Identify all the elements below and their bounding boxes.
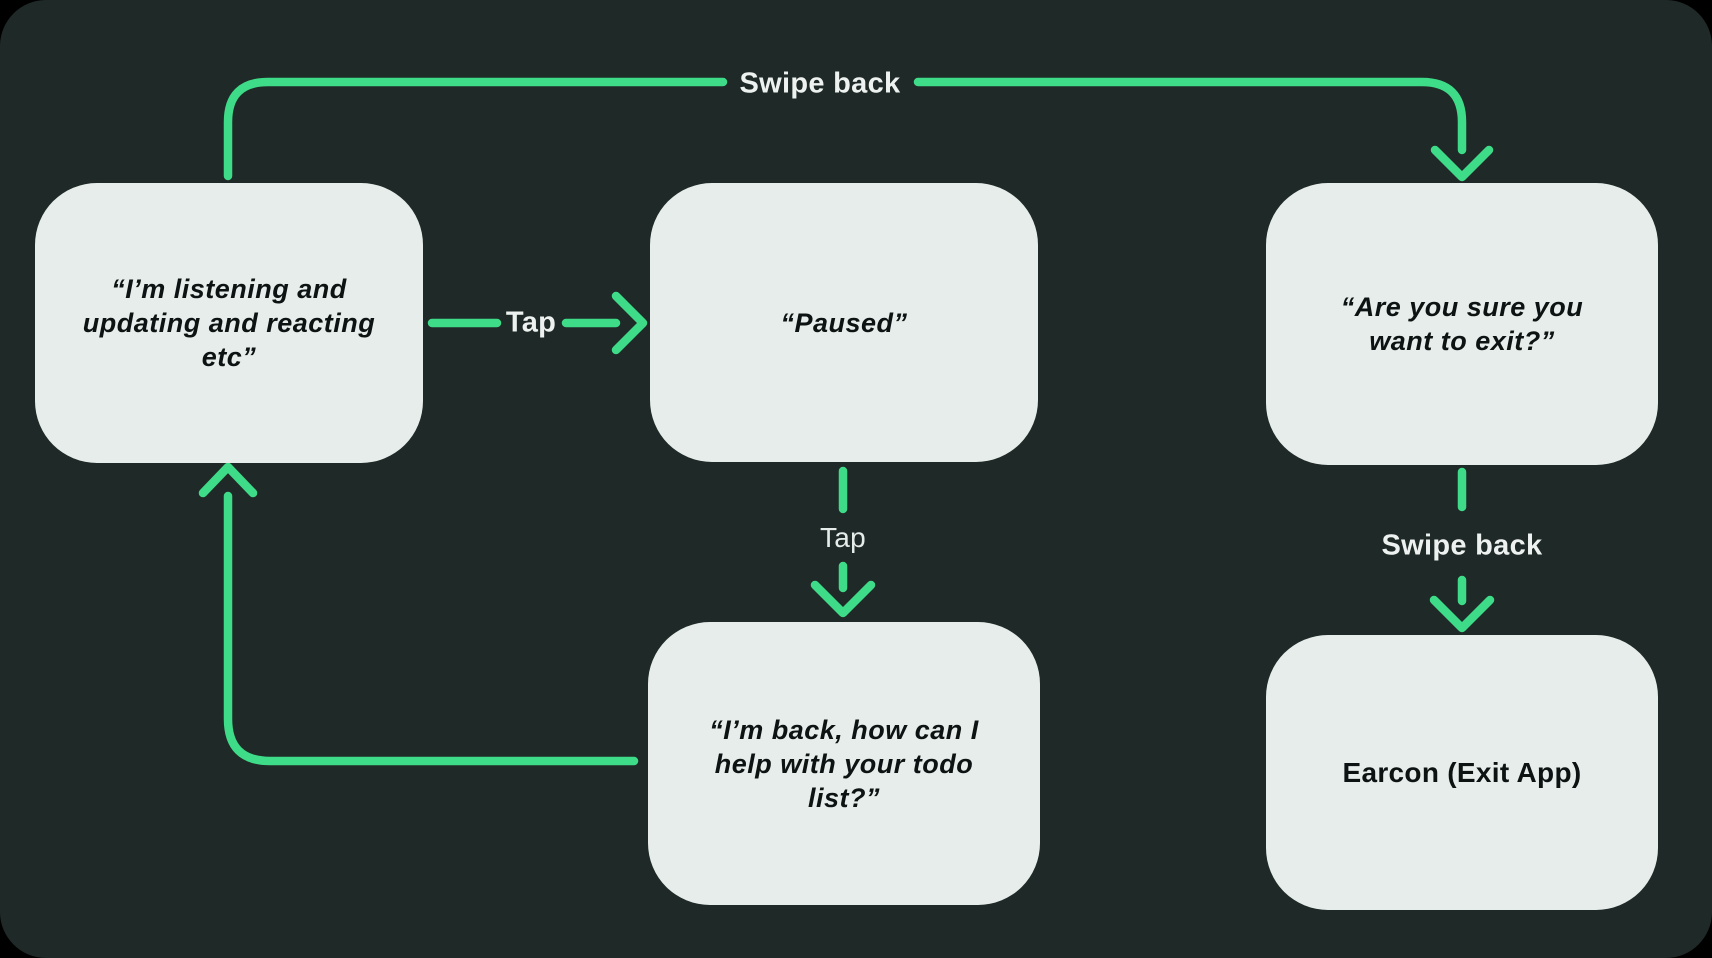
node-listening: “I’m listening and updating and reacting… xyxy=(35,183,423,463)
edge-label-swipe-back-top: Swipe back xyxy=(739,67,901,100)
node-listening-line: “I’m listening and xyxy=(111,274,347,304)
node-back-todo-line: “I’m back, how can I xyxy=(709,714,979,745)
node-listening-line: etc” xyxy=(201,342,257,372)
edge-label-tap-horizontal: Tap xyxy=(505,306,557,339)
node-exit-confirm-line: “Are you sure you xyxy=(1340,292,1584,322)
node-paused: “Paused” xyxy=(650,183,1038,462)
node-earcon-line: Earcon (Exit App) xyxy=(1342,756,1582,788)
node-exit-confirm-line: want to exit?” xyxy=(1369,326,1555,356)
node-exit-confirm: “Are you sure you want to exit?” xyxy=(1266,183,1658,465)
node-listening-line: updating and reacting xyxy=(82,308,376,338)
node-back-todo-line: list?” xyxy=(807,782,880,813)
edge-label-tap-vertical: Tap xyxy=(819,522,867,553)
edge-label-swipe-back-right: Swipe back xyxy=(1381,529,1543,562)
node-back-todo-line: help with your todo xyxy=(714,748,974,779)
node-earcon: Earcon (Exit App) xyxy=(1266,635,1658,910)
node-back-todo: “I’m back, how can I help with your todo… xyxy=(648,622,1040,905)
node-paused-line: “Paused” xyxy=(780,307,908,338)
